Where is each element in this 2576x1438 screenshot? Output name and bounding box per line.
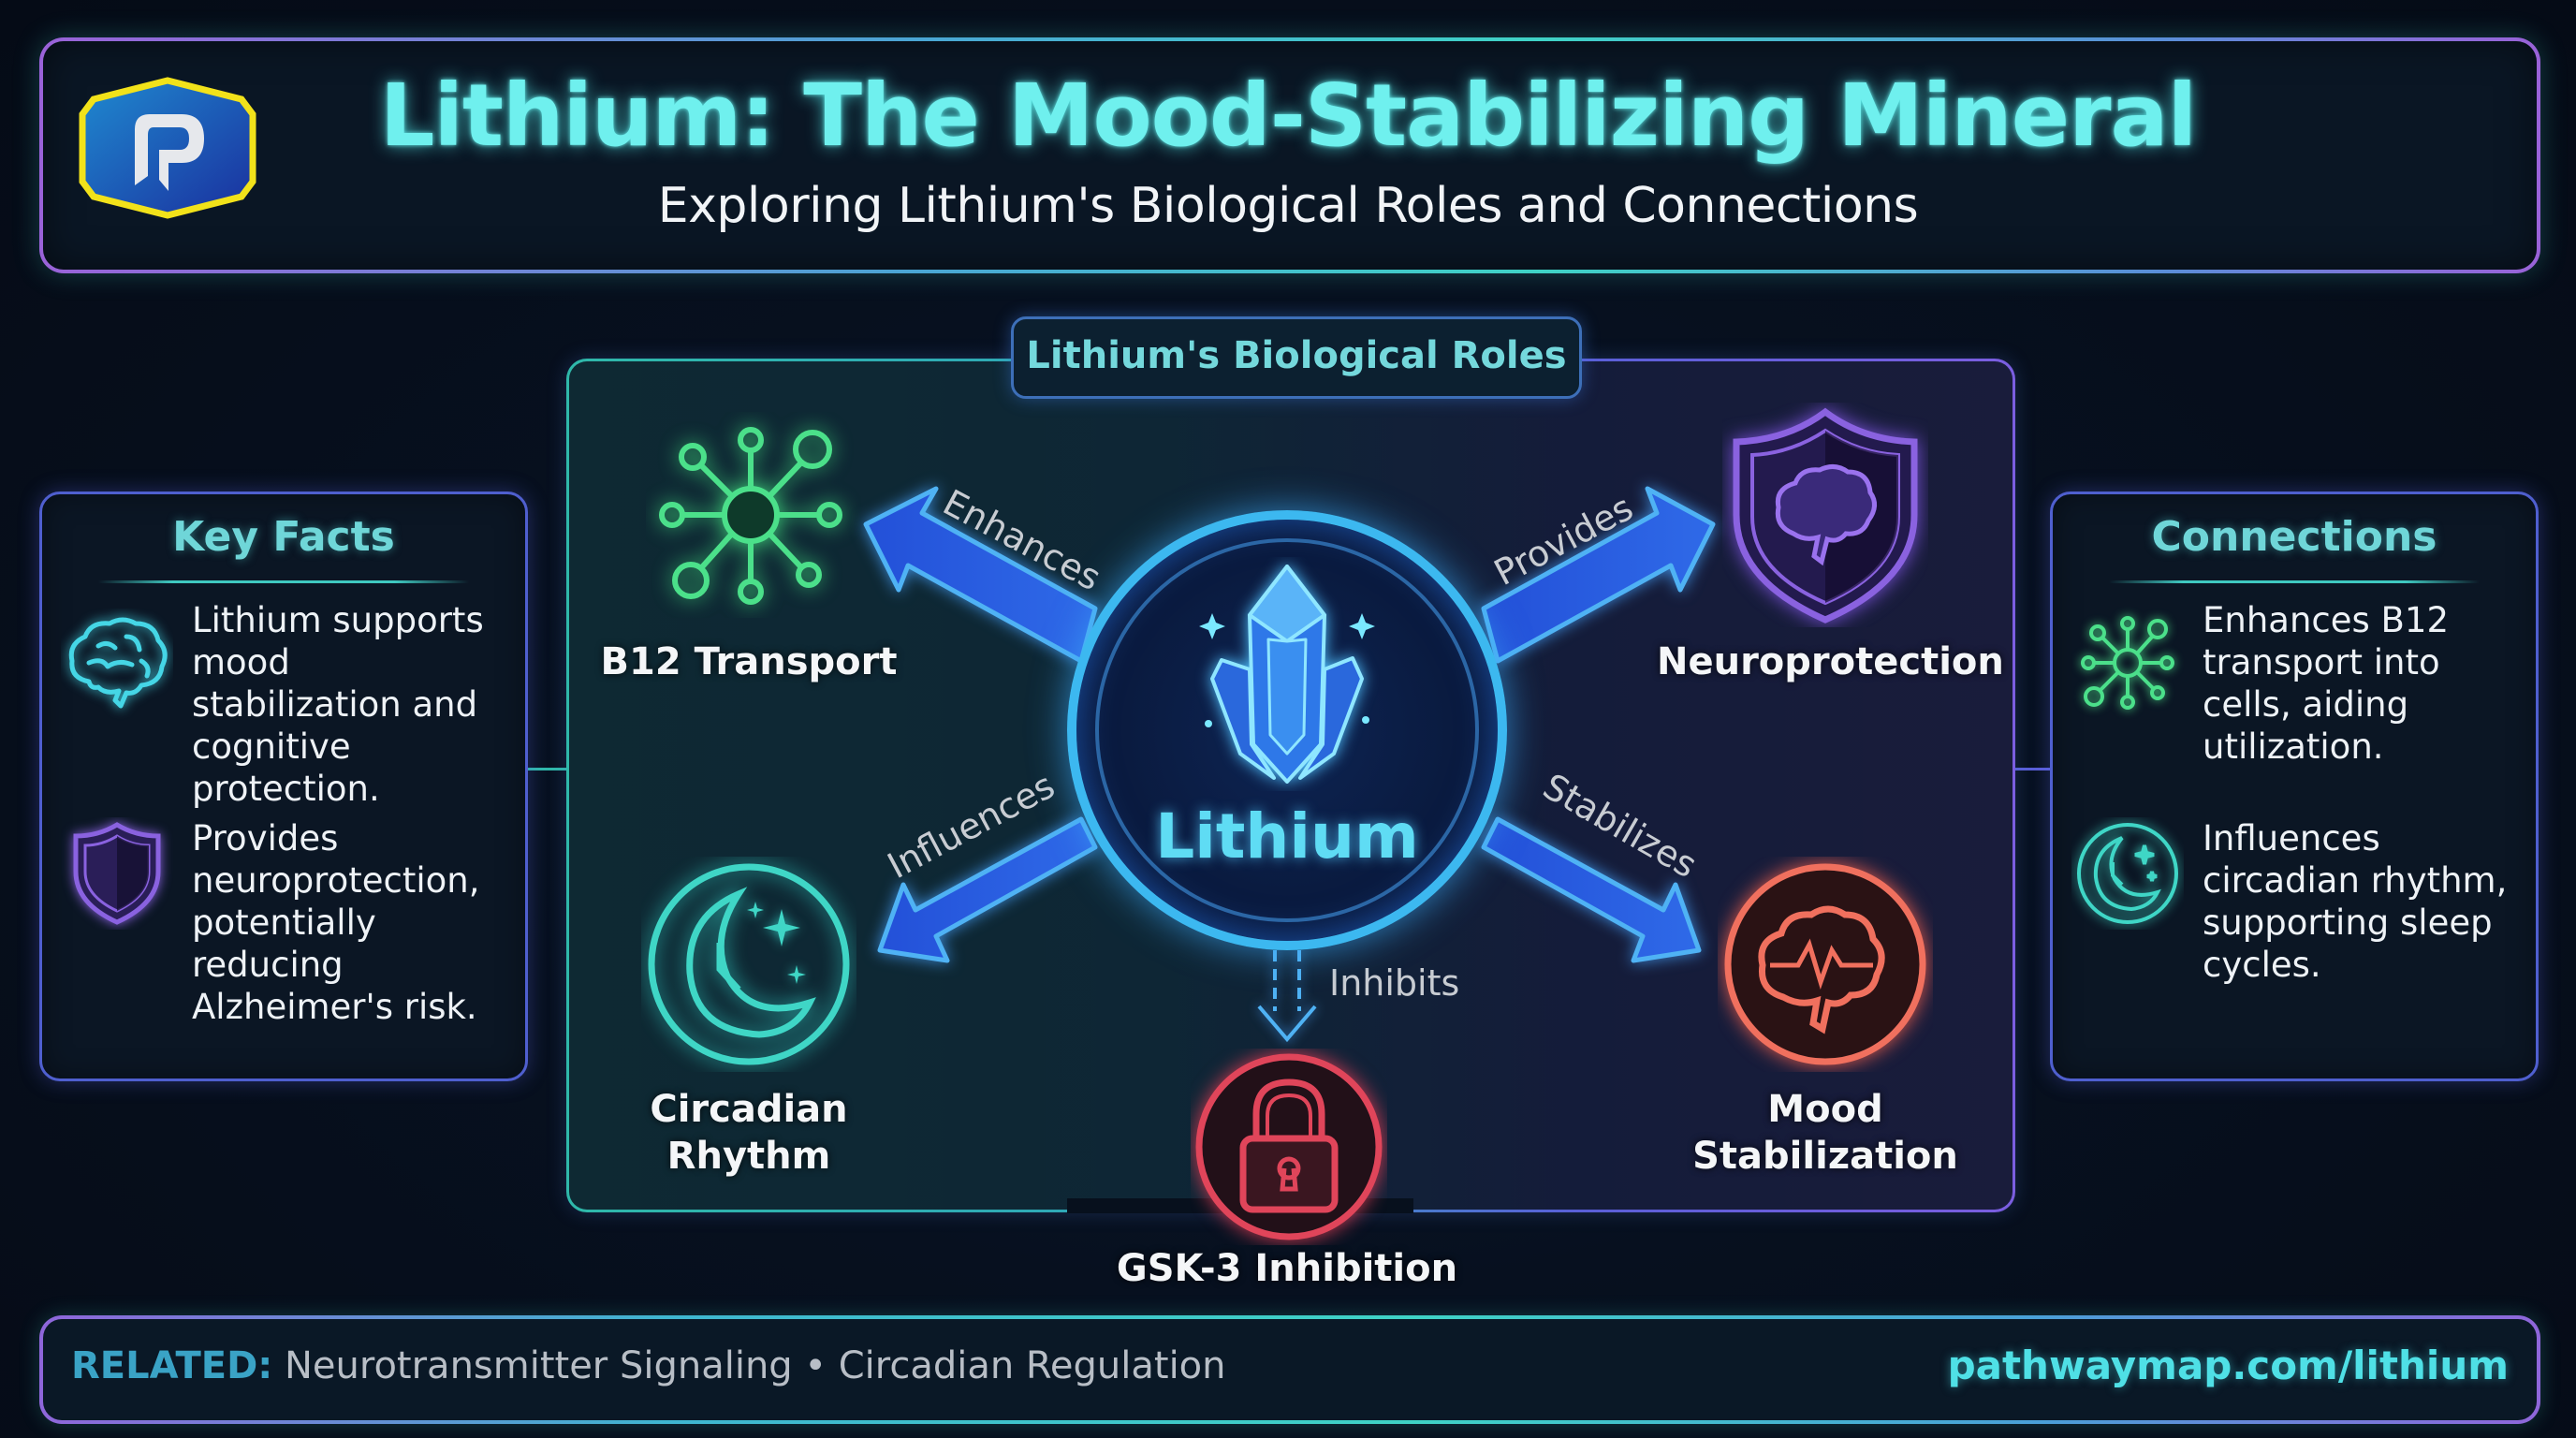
page-title: Lithium: The Mood-Stabilizing Mineral	[379, 66, 2197, 166]
molecule-network-icon	[2081, 616, 2174, 710]
left-connector-line	[524, 768, 567, 770]
divider	[98, 580, 469, 583]
label-line: Mood	[1767, 1088, 1883, 1131]
website-link[interactable]: pathwaymap.com/lithium	[1947, 1343, 2509, 1388]
brain-icon	[68, 617, 168, 709]
hub-inner-ring	[1095, 538, 1479, 922]
key-facts-title: Key Facts	[172, 513, 395, 561]
label-line: Circadian	[650, 1088, 848, 1131]
moon-clock-icon	[2077, 823, 2178, 924]
shield-icon	[73, 822, 161, 925]
right-connector-line	[2010, 768, 2051, 770]
moon-clock-icon[interactable]	[641, 857, 856, 1072]
shield-brain-icon[interactable]	[1722, 403, 1928, 627]
connection-text: Influences circadian rhythm, supporting …	[2203, 818, 2508, 985]
arrow-stabilizes	[1481, 816, 1702, 963]
node-label-b12-transport: B12 Transport	[600, 640, 898, 683]
arrow-influences	[877, 816, 1098, 963]
relationship-arrows	[863, 486, 1716, 1043]
related-topics: RELATED: Neurotransmitter Signaling • Ci…	[71, 1319, 1226, 1413]
related-links[interactable]: Neurotransmitter Signaling • Circadian R…	[285, 1344, 1226, 1387]
arrow-provides	[1481, 486, 1716, 664]
crystal-icon	[1199, 565, 1375, 784]
divider	[2109, 580, 2480, 583]
node-label-neuroprotection: Neuroprotection	[1657, 640, 2004, 683]
related-label: RELATED:	[71, 1344, 273, 1387]
key-facts-panel: Key Facts Lithium supports mood stabiliz…	[39, 492, 528, 1081]
key-fact-text: Lithium supports mood stabilization and …	[192, 600, 484, 809]
hub-label: Lithium	[1155, 800, 1419, 873]
node-label-circadian-rhythm: Circadian Rhythm	[599, 1086, 899, 1180]
molecule-network-icon[interactable]	[646, 412, 861, 618]
brain-pulse-icon[interactable]	[1718, 857, 1933, 1072]
node-label-mood-stabilization: Mood Stabilization	[1676, 1086, 1975, 1180]
arrow-enhances	[863, 486, 1098, 664]
connection-text: Enhances B12 transport into cells, aidin…	[2203, 600, 2450, 767]
label-line: Rhythm	[666, 1135, 831, 1178]
label-line: Stabilization	[1692, 1135, 1958, 1178]
header-panel	[39, 37, 2540, 273]
node-label-gsk3-inhibition: GSK-3 Inhibition	[1116, 1247, 1458, 1290]
connections-panel: Connections Enhances B12 transport into …	[2050, 492, 2539, 1081]
verb-inhibits: Inhibits	[1329, 962, 1460, 1004]
key-fact-text: Provides neuroprotection, potentially re…	[192, 818, 480, 1027]
connections-title: Connections	[2151, 513, 2437, 561]
padlock-icon[interactable]	[1191, 1049, 1387, 1245]
biological-roles-title: Lithium's Biological Roles	[1011, 316, 1582, 399]
page-subtitle: Exploring Lithium's Biological Roles and…	[657, 178, 1919, 234]
footer-bar: RELATED: Neurotransmitter Signaling • Ci…	[39, 1315, 2540, 1424]
pathwaymap-logo-icon[interactable]	[75, 77, 260, 219]
lithium-hub[interactable]: Lithium	[1067, 510, 1507, 950]
